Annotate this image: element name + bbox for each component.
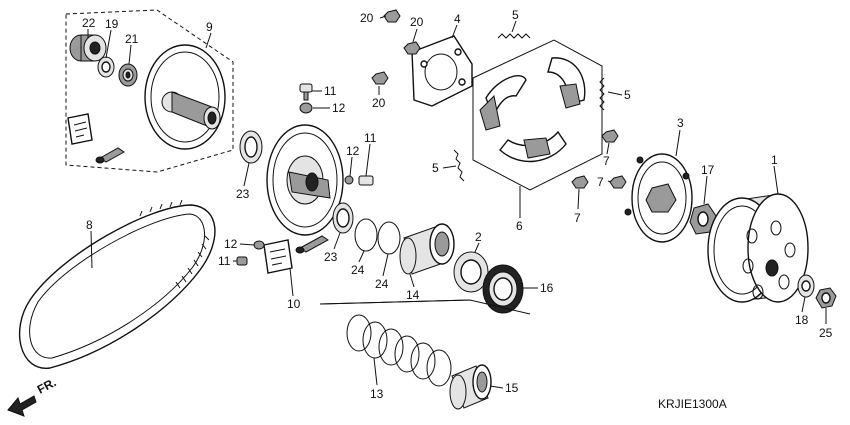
collar-12-low xyxy=(253,240,265,250)
callout-3: 3 xyxy=(677,116,684,130)
clutch-shoe-lower xyxy=(499,130,567,163)
callout-2: 2 xyxy=(475,230,482,244)
kit-frame-9 xyxy=(65,9,234,173)
callout-7-b: 7 xyxy=(574,211,581,225)
nut-20-mid xyxy=(403,41,421,55)
callout-5-right: 5 xyxy=(624,88,631,102)
callout-17: 17 xyxy=(701,163,715,177)
washer-18 xyxy=(797,274,815,298)
bolt-11-mid xyxy=(358,175,374,186)
nut-25 xyxy=(815,287,837,309)
nut-17 xyxy=(689,203,717,235)
callout-12-mid: 12 xyxy=(346,144,360,158)
seal-23-lower xyxy=(332,202,354,234)
callout-19: 19 xyxy=(105,17,119,31)
caution-label-plate xyxy=(67,113,93,145)
callout-12-low: 12 xyxy=(224,237,238,251)
nut-7-a xyxy=(601,129,619,143)
callout-23-lower: 23 xyxy=(324,250,338,264)
nut-7-c xyxy=(609,175,627,189)
callout-20-mid: 20 xyxy=(410,15,424,29)
drive-belt-8 xyxy=(18,199,216,369)
callout-5-left: 5 xyxy=(432,161,439,175)
bolt-11-top xyxy=(299,83,313,101)
nut-20-low xyxy=(371,71,389,85)
callout-11-low: 11 xyxy=(218,254,231,268)
nut-20-top xyxy=(383,9,401,23)
collar-12-top xyxy=(299,102,313,114)
callout-7-c: 7 xyxy=(597,175,604,189)
callout-1: 1 xyxy=(771,153,778,167)
diagram-code: KRJIE1300A xyxy=(658,397,727,411)
callout-13: 13 xyxy=(370,387,384,401)
callout-23-upper: 23 xyxy=(236,187,250,201)
callout-18: 18 xyxy=(795,313,809,327)
callout-6: 6 xyxy=(516,219,523,233)
callout-10: 10 xyxy=(287,297,301,311)
driven-face-10 xyxy=(266,124,344,236)
callout-22: 22 xyxy=(82,16,96,30)
clutch-outer-1 xyxy=(707,193,809,303)
clutch-plate-4 xyxy=(411,35,473,107)
clutch-spring-5a xyxy=(497,33,531,39)
callout-20-low: 20 xyxy=(372,96,386,110)
driven-slide-piece xyxy=(295,235,329,254)
drive-plate-3 xyxy=(624,153,693,243)
oil-seal-19 xyxy=(97,56,115,78)
guide-collar-14 xyxy=(399,223,455,275)
spring-set-13 xyxy=(346,314,452,387)
clutch-shoe-frame-6 xyxy=(472,39,603,191)
callout-5-top: 5 xyxy=(512,8,519,22)
clutch-shoe-upper xyxy=(479,75,527,131)
front-direction-arrow xyxy=(7,395,37,417)
spring-collar-15 xyxy=(449,364,492,410)
callout-12-top: 12 xyxy=(332,101,346,115)
callout-9: 9 xyxy=(206,20,213,34)
callout-15: 15 xyxy=(505,381,519,395)
ball-bearing-21 xyxy=(118,63,138,87)
callout-11-mid: 11 xyxy=(364,131,377,145)
needle-bearing-22 xyxy=(69,34,107,62)
o-ring-24b xyxy=(377,221,401,255)
front-direction-label: FR. xyxy=(35,375,59,396)
callout-11-top: 11 xyxy=(324,84,337,98)
callout-21: 21 xyxy=(125,32,139,46)
collar-12-mid xyxy=(344,175,354,185)
clutch-spring-5b xyxy=(599,77,605,111)
seal-23-upper xyxy=(239,130,263,164)
bolt-11-low xyxy=(236,256,248,266)
callout-4: 4 xyxy=(454,12,461,26)
clutch-shoe-right xyxy=(547,57,586,109)
driven-label-plate xyxy=(263,239,293,274)
movable-drive-face-9 xyxy=(144,44,226,150)
callout-24a: 24 xyxy=(351,263,365,277)
callout-16: 16 xyxy=(540,281,554,295)
washer-2 xyxy=(453,251,489,293)
callout-7-a: 7 xyxy=(603,154,610,168)
nut-7-b xyxy=(571,175,589,189)
callout-14: 14 xyxy=(406,288,420,302)
clutch-spring-5c xyxy=(453,149,465,182)
callout-8: 8 xyxy=(86,218,93,232)
o-ring-24a xyxy=(354,218,378,252)
leader-lines xyxy=(87,15,827,389)
slide-piece xyxy=(95,147,125,164)
bracket-top xyxy=(319,299,471,305)
callout-24b: 24 xyxy=(375,277,389,291)
seal-16 xyxy=(482,264,524,314)
callout-20-top: 20 xyxy=(360,11,374,25)
callout-25: 25 xyxy=(819,326,833,340)
